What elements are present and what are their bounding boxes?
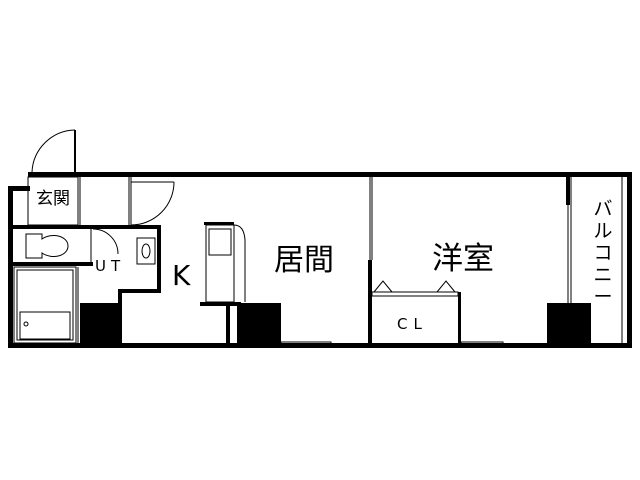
- room-label-utility: UT: [95, 257, 126, 275]
- room-label-kitchen: K: [172, 259, 191, 292]
- room-label-balcony: バルコニー: [593, 198, 613, 308]
- room-label-western-room: 洋室: [432, 241, 494, 277]
- room-label-entrance: 玄関: [36, 189, 70, 209]
- closet-outline: [371, 291, 459, 297]
- pillar: [237, 303, 281, 345]
- entrance-door-swing: [31, 129, 76, 173]
- pillar: [547, 303, 591, 345]
- refrigerator-icon: [205, 224, 235, 303]
- room-label-living: 居間: [274, 243, 334, 278]
- pillar: [80, 303, 122, 345]
- bathtub-icon: [13, 266, 77, 344]
- sink-icon: [136, 237, 156, 265]
- toilet-icon: [25, 233, 69, 259]
- room-label-closet: CL: [397, 315, 428, 333]
